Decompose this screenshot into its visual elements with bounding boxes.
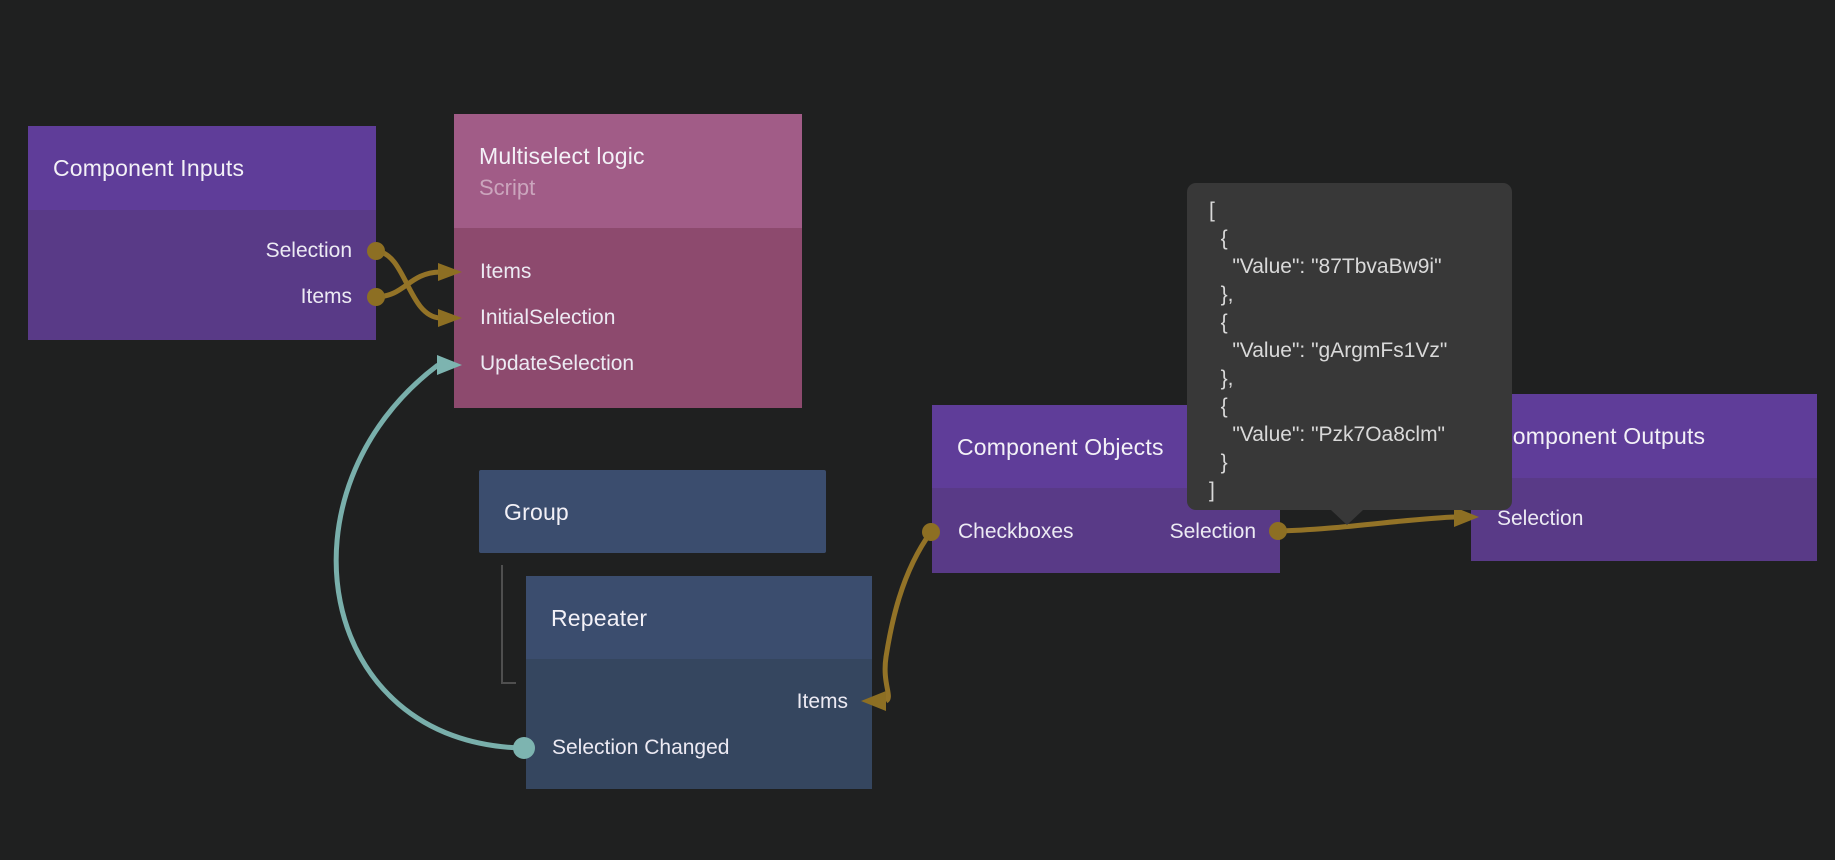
input-arrow-multiselect-items[interactable] xyxy=(438,263,462,281)
input-arrow-multiselect-updateselection[interactable] xyxy=(437,355,462,375)
output-port-objects-checkboxes[interactable] xyxy=(922,523,940,541)
node-header: Group xyxy=(479,470,826,553)
node-title: Repeater xyxy=(551,604,648,631)
port-row-items-input[interactable]: Items xyxy=(796,690,848,713)
output-port-objects-selection[interactable] xyxy=(1269,522,1287,540)
port-row-selection-changed-output[interactable]: Selection Changed xyxy=(552,736,730,759)
output-port-inputs-selection[interactable] xyxy=(367,242,385,260)
wire-checkboxes-to-repeater-items[interactable] xyxy=(882,530,934,704)
node-header: Component Inputs xyxy=(28,126,376,210)
node-body: Checkboxes Selection xyxy=(932,488,1280,573)
node-title: Multiselect logic xyxy=(479,143,645,169)
port-checkboxes-label[interactable]: Checkboxes xyxy=(958,520,1074,543)
node-body: Items InitialSelection UpdateSelection xyxy=(454,228,802,408)
node-title: Component Inputs xyxy=(53,155,245,181)
node-subtitle: Script xyxy=(479,175,536,200)
node-repeater[interactable]: Repeater Items Selection Changed xyxy=(526,576,872,789)
node-body: Selection xyxy=(1471,478,1817,561)
node-title: Component Objects xyxy=(957,433,1164,460)
node-header: Component Outputs xyxy=(1471,394,1817,478)
node-title: Component Outputs xyxy=(1496,423,1706,449)
input-arrow-outputs-selection[interactable] xyxy=(1454,507,1479,527)
tooltip-pointer xyxy=(1331,510,1363,525)
node-header: Multiselect logic Script xyxy=(454,114,802,228)
port-row-items-output[interactable]: Items xyxy=(300,285,352,308)
group-child-connector xyxy=(501,565,516,684)
node-body: Selection Items xyxy=(28,210,376,340)
output-port-inputs-items[interactable] xyxy=(367,288,385,306)
port-row-initialselection-input[interactable]: InitialSelection xyxy=(480,306,616,329)
tooltip-json-text: [ { "Value": "87TbvaBw9i" }, { "Value": … xyxy=(1209,199,1448,502)
node-title: Group xyxy=(504,498,569,525)
node-header: Repeater xyxy=(526,576,872,659)
node-group[interactable]: Group xyxy=(479,470,826,553)
port-row-updateselection-input[interactable]: UpdateSelection xyxy=(480,352,635,375)
input-arrow-repeater-items[interactable] xyxy=(861,691,886,711)
port-row-checkboxes-selection: Checkboxes Selection xyxy=(932,509,1280,555)
node-body: Items Selection Changed xyxy=(526,659,872,789)
wire-items-to-items[interactable] xyxy=(375,269,441,300)
tooltip-json-preview: [ { "Value": "87TbvaBw9i" }, { "Value": … xyxy=(1187,183,1512,525)
port-row-items-input[interactable]: Items xyxy=(480,260,532,283)
output-port-repeater-selectionchanged[interactable] xyxy=(513,737,535,759)
port-row-selection-output[interactable]: Selection xyxy=(265,239,352,262)
port-selection-label[interactable]: Selection xyxy=(1169,520,1256,543)
node-multiselect-logic[interactable]: Multiselect logic Script Items InitialSe… xyxy=(454,114,802,408)
wire-selection-to-outputs-selection[interactable] xyxy=(1277,514,1457,534)
port-row-selection-input[interactable]: Selection xyxy=(1497,507,1584,530)
node-component-inputs[interactable]: Component Inputs Selection Items xyxy=(28,126,376,340)
wire-selectionchanged-to-updateselection[interactable] xyxy=(333,363,524,751)
node-component-outputs[interactable]: Component Outputs Selection xyxy=(1471,394,1817,561)
input-arrow-multiselect-initialselection[interactable] xyxy=(438,309,462,327)
